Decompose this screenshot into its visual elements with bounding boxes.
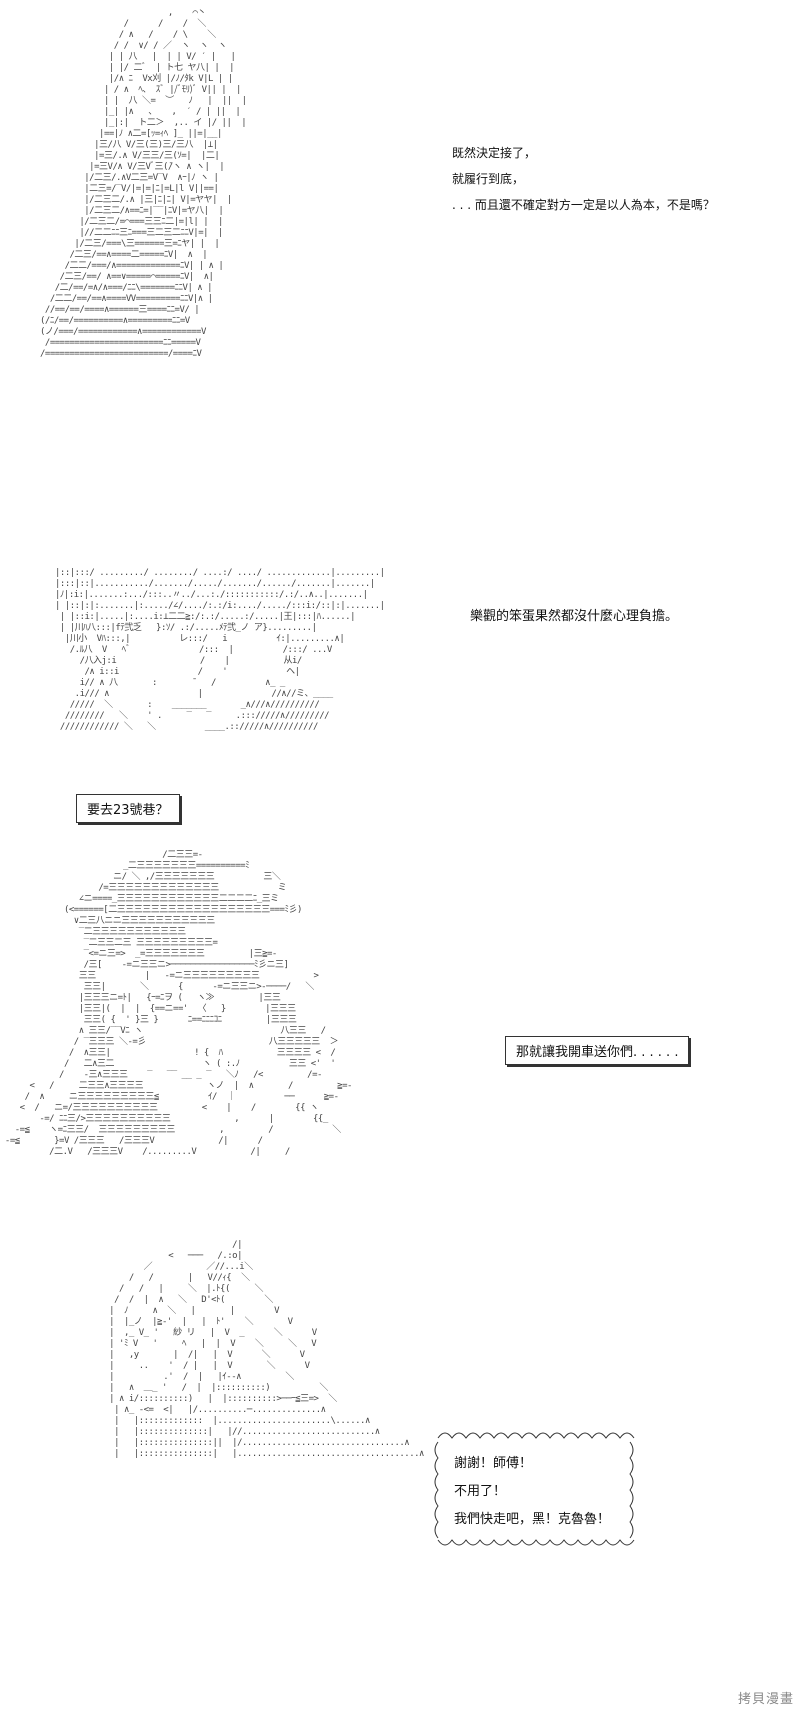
watermark: 拷貝漫畫	[737, 1692, 794, 1707]
dialogue-panel-1: 既然決定接了， 就履行到底， . . . 而且還不確定對方一定是以人為本，不是嗎…	[452, 140, 715, 218]
panel-1: , ⌒丶 / / / ＼ / ∧ / / \ ＼ / / ∨/ / ／ ヽ ヽ …	[0, 0, 800, 560]
panel-5: /| < ─── /.:o| ／ ／//...i＼ / / | V//ｨ{ ＼ …	[0, 1240, 800, 1711]
dialogue-line: 不用了！	[454, 1484, 507, 1499]
speech-box: 那就讓我開車送你們. . . . . .	[505, 1036, 690, 1065]
bubble-text: 謝謝！師傅！ 不用了！ 我們快走吧，黑！克魯魯！	[454, 1450, 610, 1534]
dialogue-line: 就履行到底，	[452, 172, 525, 186]
dialogue-line: 我們快走吧，黑！克魯魯！	[454, 1512, 611, 1527]
speech-bubble: 謝謝！師傅！ 不用了！ 我們快走吧，黑！克魯魯！	[432, 1430, 642, 1550]
speech-box: 要去23號巷？	[76, 794, 180, 823]
ascii-art-face: |::|:::/ ........./ ......../ ....:/ ...…	[55, 568, 385, 732]
panel-4: /二三三=- _二三三三三三三三==========ﾐ ニ/ ＼ ,/三三三三三…	[0, 850, 800, 1240]
dialogue-line: . . . 而且還不確定對方一定是以人為本，不是嗎？	[452, 198, 715, 212]
dialogue-line: 謝謝！師傅！	[454, 1456, 533, 1471]
ascii-art-pair: /| < ─── /.:o| ／ ／//...i＼ / / | V//ｨ{ ＼ …	[109, 1240, 424, 1459]
bubble-border	[434, 1432, 635, 1546]
dialogue-line: 既然決定接了，	[452, 146, 537, 160]
dialogue-panel-2: 樂觀的笨蛋果然都沒什麼心理負擔。	[470, 604, 678, 630]
panel-2: |::|:::/ ........./ ......../ ....:/ ...…	[0, 560, 800, 790]
ascii-art-girl: , ⌒丶 / / / ＼ / ∧ / / \ ＼ / / ∨/ / ／ ヽ ヽ …	[40, 8, 247, 359]
panel-3: 要去23號巷？	[0, 790, 800, 850]
dialogue-line: 樂觀的笨蛋果然都沒什麼心理負擔。	[470, 609, 679, 624]
ascii-art-hat-figure: /二三三=- _二三三三三三三三==========ﾐ ニ/ ＼ ,/三三三三三…	[4, 850, 353, 1157]
